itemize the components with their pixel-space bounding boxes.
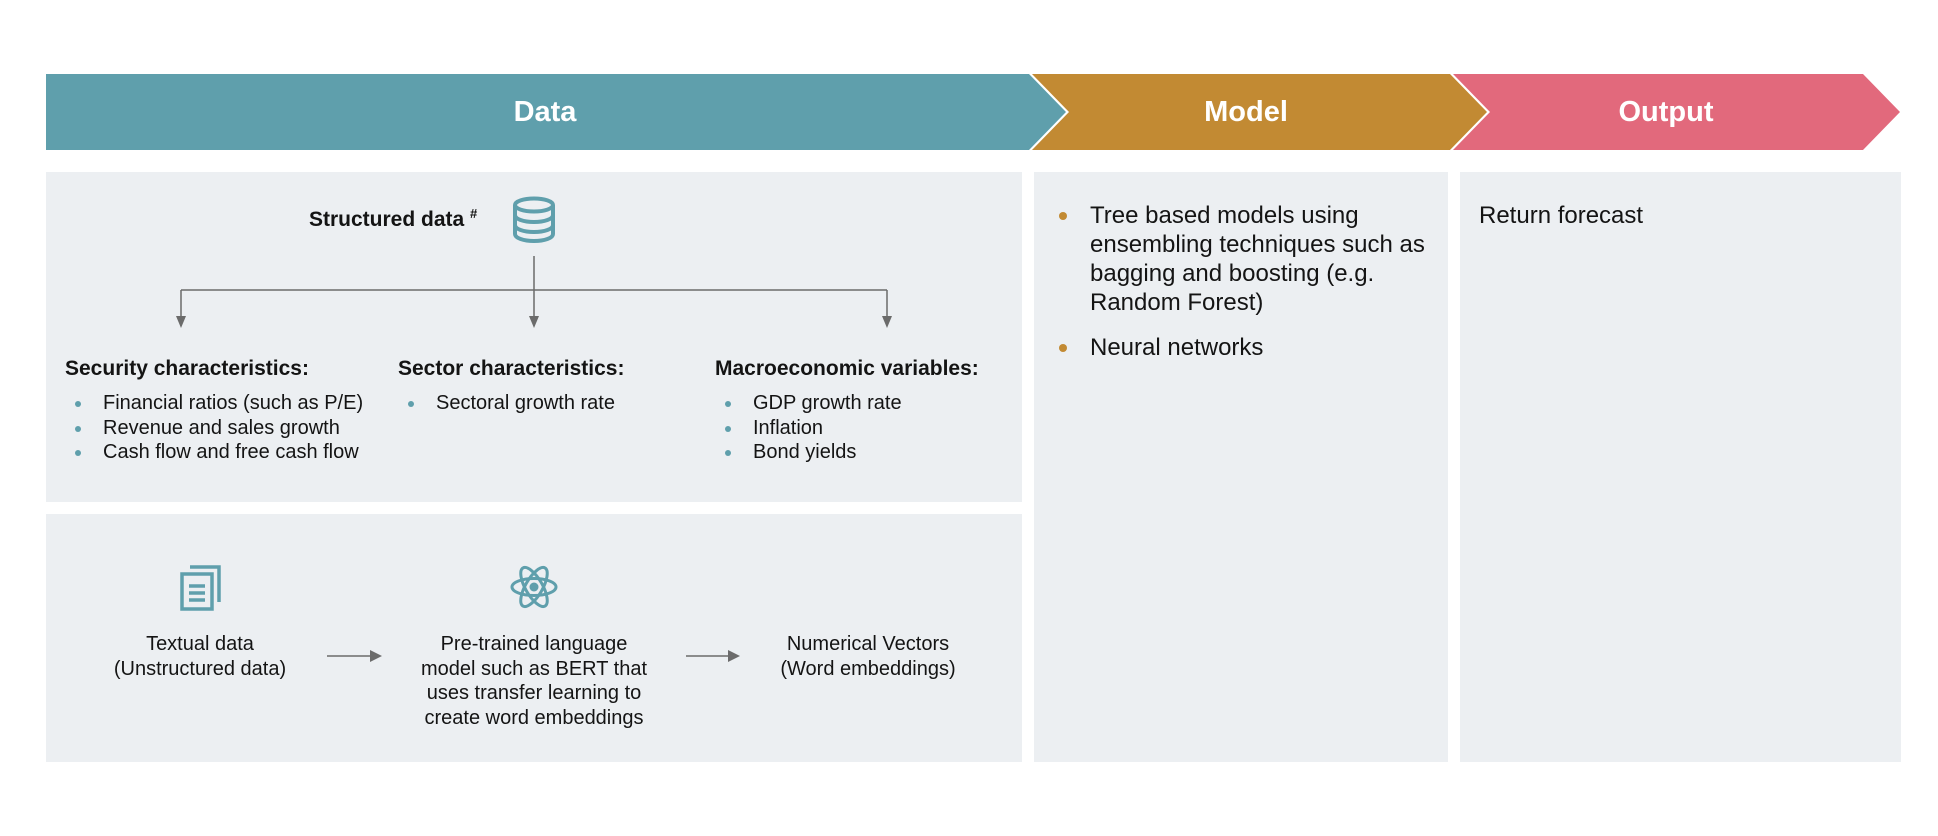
list-item: Sectoral growth rate <box>398 391 615 416</box>
list-item-text: GDP growth rate <box>753 392 902 414</box>
textual-data-line: (Unstructured data) <box>113 657 287 680</box>
language-model-line: uses transfer learning to <box>426 682 642 704</box>
list-item-text: Sectoral growth rate <box>436 392 615 414</box>
output-chevron <box>1453 74 1900 150</box>
list-item: Inflation <box>715 416 902 441</box>
bullet-dot <box>408 401 414 407</box>
language-model-line: create word embeddings <box>424 706 644 729</box>
bullet-dot <box>75 425 81 432</box>
unstructured-data-panel <box>46 514 1022 762</box>
arrowhead-macro <box>882 316 892 328</box>
structured-data-footnote-mark: # <box>470 206 478 221</box>
bullet-dot <box>75 450 81 456</box>
list-item-text: Neural networks <box>1090 334 1264 361</box>
language-model-line: Pre-trained language <box>440 633 628 655</box>
macroeconomic-variables-title: Macroeconomic variables: <box>715 357 979 380</box>
structured-data-panel <box>46 172 1022 502</box>
structured-data-title: Structured data # <box>309 206 477 232</box>
list-item: Bond yields <box>715 440 902 465</box>
data-chevron <box>46 74 1066 150</box>
model-list: Tree based models using ensembling techn… <box>1034 201 1434 378</box>
unstructured-flow-arrows <box>327 650 740 662</box>
macroeconomic-variables-list: GDP growth rate Inflation Bond yields <box>715 391 902 465</box>
output-text: Return forecast <box>1479 202 1644 229</box>
arrowhead-right <box>728 650 740 662</box>
list-item: Financial ratios (such as P/E) <box>65 391 363 416</box>
database-icon <box>513 196 555 244</box>
sector-characteristics-title: Sector characteristics: <box>398 357 625 380</box>
bullet-dot <box>75 401 81 407</box>
process-header <box>46 74 1900 150</box>
bullet-dot <box>725 450 731 456</box>
sector-characteristics-list: Sectoral growth rate <box>398 391 615 416</box>
numerical-vectors-label: Numerical Vectors (Word embeddings) <box>758 632 978 681</box>
output-panel <box>1460 172 1901 762</box>
output-header-label: Output <box>1618 96 1714 128</box>
numerical-vectors-line: (Word embeddings) <box>780 657 956 680</box>
model-chevron <box>1032 74 1487 150</box>
list-item: Tree based models using ensembling techn… <box>1034 201 1434 317</box>
numerical-vectors-line: Numerical Vectors <box>786 633 950 655</box>
data-header-label: Data <box>513 96 577 128</box>
list-item-text: Tree based models using ensembling techn… <box>1090 202 1425 316</box>
list-item-text: Bond yields <box>753 441 857 463</box>
bullet-dot <box>1059 344 1067 352</box>
list-item: Neural networks <box>1034 333 1434 362</box>
documents-icon <box>180 565 221 611</box>
list-item-text: Financial ratios (such as P/E) <box>103 392 364 414</box>
textual-data-line: Textual data <box>146 633 254 655</box>
list-item: Revenue and sales growth <box>65 416 363 441</box>
bullet-dot <box>725 401 731 407</box>
structured-data-title-text: Structured data <box>309 208 465 231</box>
list-item-text: Revenue and sales growth <box>103 416 340 439</box>
security-characteristics-title: Security characteristics: <box>65 357 309 380</box>
language-model-label: Pre-trained language model such as BERT … <box>394 632 674 730</box>
list-item-text: Inflation <box>753 416 824 439</box>
arrowhead-security <box>176 316 186 328</box>
arrowhead-sector <box>529 316 539 328</box>
textual-data-label: Textual data (Unstructured data) <box>90 632 310 681</box>
list-item: Cash flow and free cash flow <box>65 440 363 465</box>
list-item: GDP growth rate <box>715 391 902 416</box>
list-item-text: Cash flow and free cash flow <box>103 441 359 463</box>
security-characteristics-list: Financial ratios (such as P/E) Revenue a… <box>65 391 363 465</box>
language-model-line: model such as BERT that <box>420 657 648 680</box>
bullet-dot <box>1059 212 1067 220</box>
model-header-label: Model <box>1204 96 1288 128</box>
atom-icon <box>510 565 558 609</box>
structured-connector-lines <box>176 256 892 328</box>
arrowhead-right <box>370 650 382 662</box>
model-panel <box>1034 172 1448 762</box>
bullet-dot <box>725 425 731 432</box>
